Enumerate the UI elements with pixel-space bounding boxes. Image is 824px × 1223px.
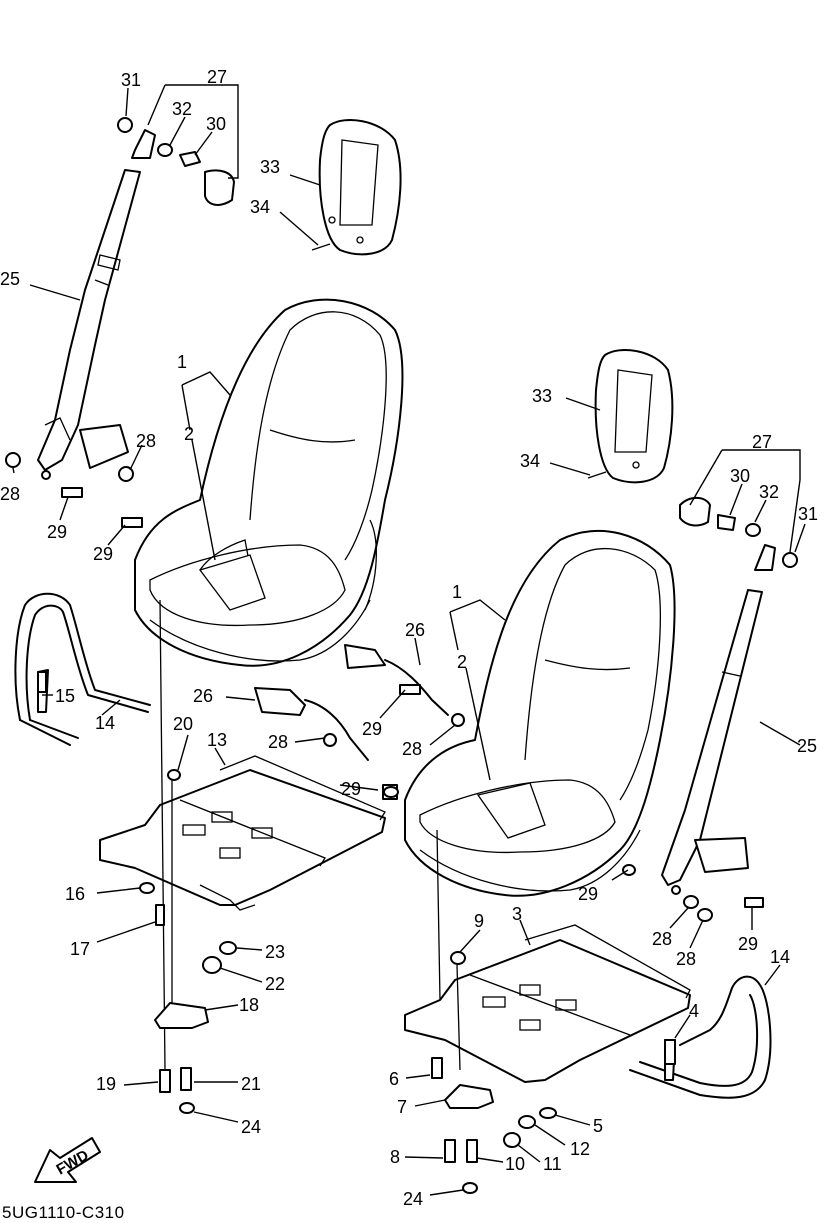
callout-9: 9 (474, 911, 484, 931)
callout-28: 28 (268, 732, 288, 752)
diagram-code: 5UG1110-C310 (2, 1203, 125, 1222)
callout-1: 1 (177, 352, 187, 372)
callout-17: 17 (70, 939, 90, 959)
right-seat (404, 529, 676, 897)
right-headrest-pad (587, 349, 674, 484)
left-belt-hardware (117, 117, 235, 206)
callout-34: 34 (520, 451, 540, 471)
callout-24: 24 (403, 1189, 423, 1209)
callout-10: 10 (505, 1154, 525, 1174)
callout-30: 30 (730, 466, 750, 486)
callout-5: 5 (593, 1116, 603, 1136)
left-lower-hardware (139, 599, 237, 1114)
callout-18: 18 (239, 995, 259, 1015)
callout-27: 27 (207, 67, 227, 87)
callout-26: 26 (405, 620, 425, 640)
left-seat-base (99, 755, 386, 911)
callout-31: 31 (121, 70, 141, 90)
right-grab-rail (629, 975, 772, 1099)
right-seat-belt (661, 589, 763, 895)
callout-29: 29 (341, 779, 361, 799)
callout-19: 19 (96, 1074, 116, 1094)
fwd-arrow-icon: FWD (34, 1137, 101, 1183)
callout-32: 32 (172, 99, 192, 119)
callout-32: 32 (759, 482, 779, 502)
leader-lines (12, 84, 806, 1196)
callout-1: 1 (452, 582, 462, 602)
callout-23: 23 (265, 942, 285, 962)
callout-28: 28 (652, 929, 672, 949)
callout-31: 31 (798, 504, 818, 524)
left-buckle (254, 687, 398, 800)
callout-15: 15 (55, 686, 75, 706)
callout-29: 29 (738, 934, 758, 954)
right-seat-base (404, 924, 691, 1083)
callout-29: 29 (47, 522, 67, 542)
callout-26: 26 (193, 686, 213, 706)
callout-28: 28 (0, 484, 20, 504)
callout-28: 28 (402, 739, 422, 759)
left-seat (134, 298, 404, 667)
right-lower-hardware (431, 829, 557, 1194)
left-seat-belt (37, 169, 141, 480)
left-grab-rail (14, 592, 151, 746)
callout-33: 33 (260, 157, 280, 177)
right-belt-hardware (679, 496, 798, 571)
callout-28: 28 (676, 949, 696, 969)
fwd-label: FWD (54, 1147, 92, 1179)
callout-25: 25 (797, 736, 817, 756)
callout-11: 11 (543, 1154, 562, 1174)
right-buckle (344, 644, 465, 727)
callout-22: 22 (265, 974, 285, 994)
callout-16: 16 (65, 884, 85, 904)
left-headrest-pad (311, 119, 402, 256)
callout-24: 24 (241, 1117, 261, 1137)
callout-4: 4 (689, 1001, 699, 1021)
callout-6: 6 (389, 1069, 399, 1089)
callout-7: 7 (397, 1097, 407, 1117)
callout-29: 29 (362, 719, 382, 739)
callout-2: 2 (457, 652, 467, 672)
callout-14: 14 (95, 713, 115, 733)
callout-33: 33 (532, 386, 552, 406)
callout-3: 3 (512, 904, 522, 924)
callout-25: 25 (0, 269, 20, 289)
callout-29: 29 (578, 884, 598, 904)
callout-20: 20 (173, 714, 193, 734)
callout-30: 30 (206, 114, 226, 134)
callout-labels: 31 27 32 30 33 34 25 1 2 28 28 29 29 15 … (0, 67, 818, 1209)
callout-29: 29 (93, 544, 113, 564)
misc-fasteners (5, 452, 764, 1065)
callout-28: 28 (136, 431, 156, 451)
callout-27: 27 (752, 432, 772, 452)
callout-34: 34 (250, 197, 270, 217)
callout-13: 13 (207, 730, 227, 750)
callout-8: 8 (390, 1147, 400, 1167)
callout-12: 12 (570, 1139, 590, 1159)
callout-14: 14 (770, 947, 790, 967)
callout-2: 2 (184, 424, 194, 444)
callout-21: 21 (241, 1074, 261, 1094)
